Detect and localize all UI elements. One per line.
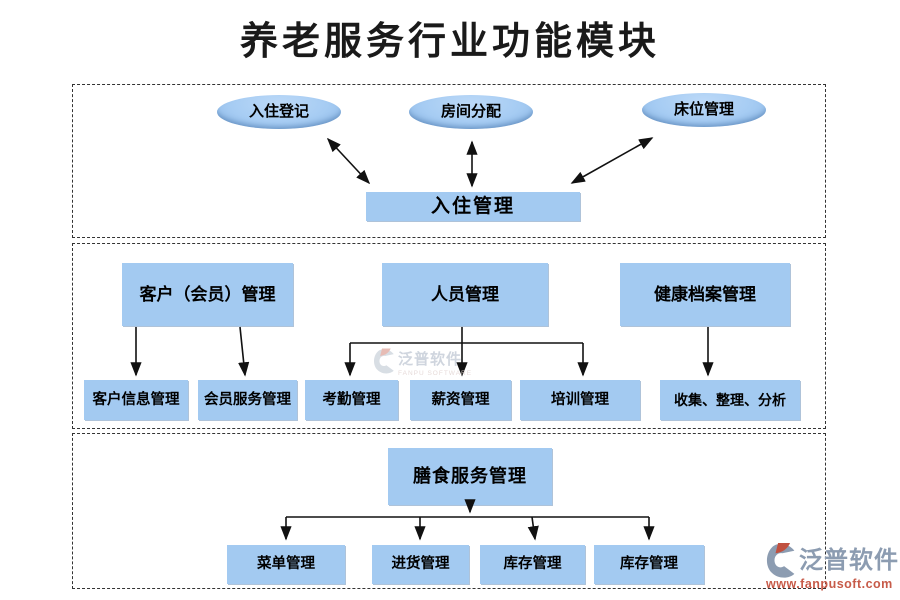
footer-logo-url: www.fanpusoft.com [766, 577, 893, 591]
node-staff-management: 人员管理 [382, 263, 548, 326]
panel-checkin [72, 84, 826, 238]
node-collect-organize-analyze: 收集、整理、分析 [660, 380, 800, 420]
node-salary: 薪资管理 [410, 380, 511, 420]
node-checkin-register: 入住登记 [217, 95, 341, 129]
node-bed-management: 床位管理 [642, 93, 766, 127]
fanpu-logo-icon [374, 348, 394, 374]
footer-logo: 泛普软件 www.fanpusoft.com [766, 543, 900, 591]
panel-management [72, 243, 826, 429]
node-purchase-management: 进货管理 [372, 545, 469, 584]
node-customer-member-management: 客户（会员）管理 [122, 263, 293, 326]
node-checkin-management: 入住管理 [366, 192, 580, 221]
node-customer-info: 客户信息管理 [84, 380, 188, 420]
fanpu-logo-icon [766, 543, 795, 578]
node-menu-management: 菜单管理 [227, 545, 345, 584]
node-catering-service-management: 膳食服务管理 [388, 448, 552, 505]
footer-logo-brand: 泛普软件 [799, 547, 899, 574]
node-training: 培训管理 [520, 380, 640, 420]
node-member-service: 会员服务管理 [198, 380, 297, 420]
watermark-center: 泛普软件 FANPU SOFTWARE [374, 348, 472, 377]
watermark-subtitle: FANPU SOFTWARE [398, 370, 473, 377]
watermark-brand: 泛普软件 [398, 351, 463, 368]
node-inventory-management-1: 库存管理 [480, 545, 585, 584]
node-attendance: 考勤管理 [305, 380, 398, 420]
node-health-archive-management: 健康档案管理 [620, 263, 790, 326]
node-inventory-management-2: 库存管理 [594, 545, 704, 584]
panel-catering [72, 433, 826, 589]
node-room-assignment: 房间分配 [409, 95, 533, 129]
page-title: 养老服务行业功能模块 [239, 21, 660, 63]
